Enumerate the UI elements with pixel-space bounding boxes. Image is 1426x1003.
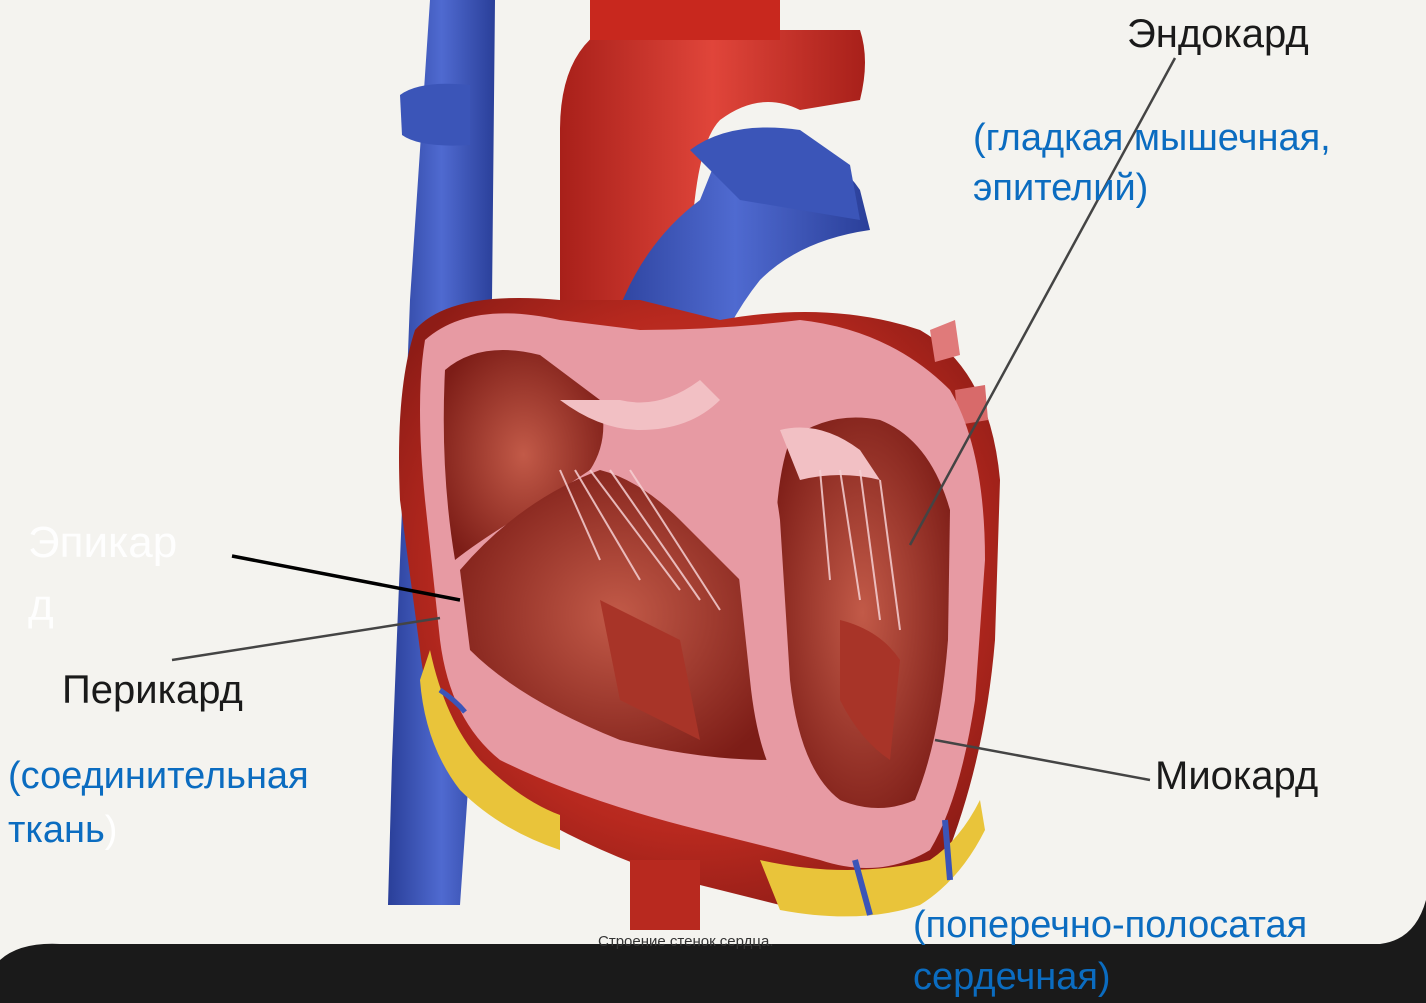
epicard-label-line2: д bbox=[28, 582, 54, 630]
pericard-tissue-line1: (соединительная bbox=[8, 754, 309, 798]
endocard-label: Эндокард bbox=[1127, 12, 1309, 57]
pericard-tissue-line2: ткань) bbox=[8, 808, 117, 852]
figure-caption: Строение стенок сердца. bbox=[598, 933, 774, 950]
myocard-label: Миокард bbox=[1155, 754, 1318, 799]
pericard-tissue-word: ткань bbox=[8, 809, 105, 851]
aorta-top bbox=[590, 0, 780, 40]
pericard-tissue-paren: ) bbox=[105, 809, 118, 851]
myocard-tissue-line2: сердечная) bbox=[913, 955, 1111, 999]
endocard-tissue-line1: (гладкая мышечная, bbox=[973, 116, 1331, 160]
epicard-label-line1: Эпикар bbox=[28, 519, 177, 567]
myocard-tissue-line1: (поперечно-полосатая bbox=[913, 903, 1307, 947]
endocard-tissue-line2: эпителий) bbox=[973, 166, 1148, 210]
vein-branch bbox=[400, 84, 470, 146]
inferior-vessel bbox=[630, 860, 700, 930]
pericard-label: Перикард bbox=[62, 668, 243, 713]
